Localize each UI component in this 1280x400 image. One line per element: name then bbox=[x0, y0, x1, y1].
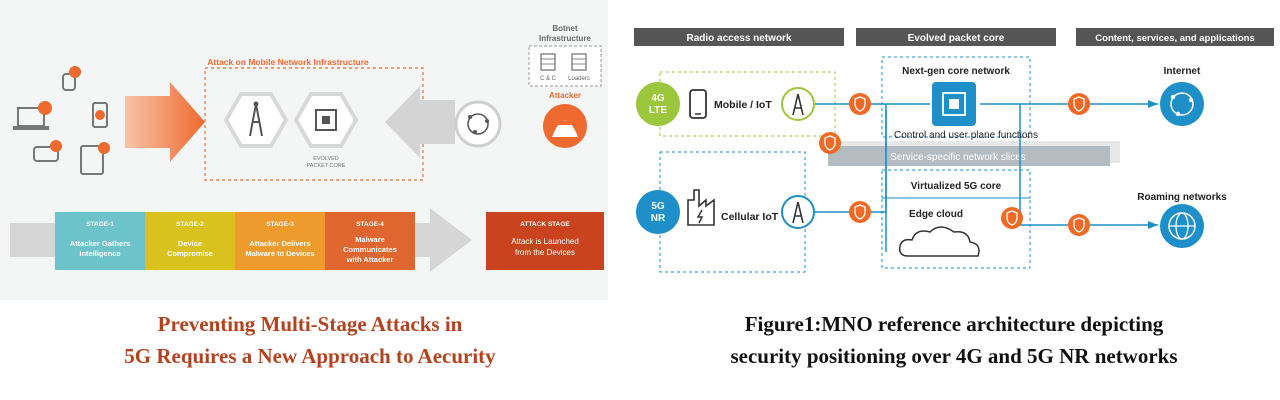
laptop-icon bbox=[13, 101, 52, 130]
edge-cloud-zone bbox=[881, 197, 1031, 269]
tablet-icon bbox=[80, 142, 110, 175]
mno-architecture-diagram: Radio access network Evolved packet core… bbox=[628, 0, 1280, 300]
globe-icon bbox=[1160, 204, 1204, 248]
slices-label: Service-specific network slices bbox=[890, 152, 1026, 163]
virtualized-core-zone bbox=[881, 169, 1031, 199]
stage-label: STAGE-3 bbox=[266, 221, 294, 228]
watch-icon bbox=[62, 66, 81, 91]
virtualized-core-label: Virtualized 5G core bbox=[911, 181, 1002, 192]
header-content-label: Content, services, and applications bbox=[1095, 33, 1254, 44]
security-shield-icon bbox=[849, 201, 871, 223]
botnet-title-1: Botnet bbox=[552, 24, 578, 33]
botnet-title-2: Infrastructure bbox=[539, 34, 592, 43]
botnet-loaders-label: Loaders bbox=[568, 76, 590, 82]
attack-arrow-right bbox=[125, 82, 205, 162]
attack-stages-svg: Attack on Mobile Network Infrastructure … bbox=[10, 24, 604, 272]
header-ran-label: Radio access network bbox=[686, 33, 791, 44]
core-chip-icon bbox=[932, 82, 976, 126]
server-loaders-icon bbox=[571, 53, 587, 71]
header-content bbox=[1076, 28, 1274, 46]
stage-text: Compromise bbox=[167, 249, 213, 258]
lte-label-1: 4G bbox=[651, 93, 665, 104]
stage-text: Communicates bbox=[343, 245, 397, 254]
stage-text: Malware bbox=[355, 235, 385, 244]
left-caption: Preventing Multi-Stage Attacks in 5G Req… bbox=[0, 308, 620, 372]
header-ran bbox=[634, 28, 844, 46]
roaming-arrow bbox=[1148, 221, 1158, 229]
slices-band bbox=[828, 146, 1110, 166]
connection-lines bbox=[814, 103, 1158, 252]
packet-core-hexagon bbox=[293, 92, 359, 148]
security-shield-icon bbox=[1001, 207, 1023, 229]
attack-stage-label: ATTACK STAGE bbox=[520, 221, 570, 228]
stage-label: STAGE-4 bbox=[356, 221, 384, 228]
lte-circle bbox=[636, 82, 680, 126]
left-caption-line-2: 5G Requires a New Approach to Aecurity bbox=[124, 344, 496, 368]
right-caption-line-2: security positioning over 4G and 5G NR n… bbox=[730, 344, 1178, 368]
evolved-core-label-2: PACKET CORE bbox=[307, 163, 346, 169]
smartphone-icon bbox=[92, 102, 108, 128]
stage-box bbox=[325, 212, 415, 270]
roaming-label: Roaming networks bbox=[1137, 192, 1227, 203]
lte-antenna-icon bbox=[781, 87, 815, 121]
stage-label: STAGE-2 bbox=[176, 221, 204, 228]
attacker-label: Attacker bbox=[549, 91, 581, 100]
left-caption-line-1: Preventing Multi-Stage Attacks in bbox=[157, 312, 463, 336]
camera-icon bbox=[33, 140, 62, 162]
edge-cloud-label: Edge cloud bbox=[909, 209, 963, 220]
stage-label: STAGE-1 bbox=[86, 221, 114, 228]
cell-tower-hexagon bbox=[223, 92, 289, 148]
right-caption-line-1: Figure1:MNO reference architecture depic… bbox=[744, 312, 1164, 336]
stage-box bbox=[235, 212, 325, 270]
security-shield-icon bbox=[849, 93, 871, 115]
internet-arrow bbox=[1148, 100, 1158, 108]
attack-stage-text-1: Attack is Launched bbox=[511, 237, 579, 246]
lte-device-label: Mobile / IoT bbox=[714, 99, 772, 111]
mno-architecture-svg: Radio access network Evolved packet core… bbox=[634, 28, 1274, 273]
attack-stages-diagram: Attack on Mobile Network Infrastructure … bbox=[0, 0, 608, 300]
nr-circle bbox=[636, 190, 680, 234]
lte-label-2: LTE bbox=[649, 105, 667, 116]
right-caption: Figure1:MNO reference architecture depic… bbox=[628, 308, 1280, 372]
factory-icon bbox=[687, 189, 715, 226]
security-shield-icon bbox=[1068, 214, 1090, 236]
evolved-core-label-1: EVOLVED bbox=[313, 156, 339, 162]
header-epc bbox=[856, 28, 1056, 46]
nr-antenna-icon bbox=[781, 195, 815, 229]
stage-text: with Attacker bbox=[346, 255, 394, 264]
stage-box bbox=[55, 212, 145, 270]
attack-box-title: Attack on Mobile Network Infrastructure bbox=[207, 57, 369, 67]
stage-text: Device bbox=[178, 239, 202, 248]
stage-text: Attacker Gathers bbox=[70, 239, 130, 248]
network-globe-icon bbox=[454, 100, 502, 148]
header-epc-label: Evolved packet core bbox=[908, 33, 1005, 44]
next-gen-core-label: Next-gen core network bbox=[902, 66, 1010, 77]
nr-label-2: NR bbox=[651, 213, 666, 224]
server-cc-icon bbox=[540, 53, 556, 71]
stage-text: Attacker Delivers bbox=[249, 239, 310, 248]
attacker-arrow-left bbox=[385, 86, 455, 158]
next-gen-core-zone bbox=[881, 56, 1031, 138]
nr-device-label: Cellular IoT bbox=[721, 211, 779, 223]
attack-stage-box bbox=[486, 212, 604, 270]
cloud-icon bbox=[898, 226, 980, 257]
security-shield-icon bbox=[1068, 93, 1090, 115]
attacker-icon bbox=[543, 104, 587, 148]
control-user-plane-label: Control and user plane functions bbox=[894, 130, 1038, 141]
security-shield-icon bbox=[819, 132, 841, 154]
internet-label: Internet bbox=[1164, 66, 1201, 77]
mobile-phone-icon bbox=[689, 89, 707, 119]
stage-box bbox=[145, 212, 235, 270]
internet-icon bbox=[1160, 82, 1204, 126]
stage-text: Intelligence bbox=[79, 249, 120, 258]
attack-stage-text-2: from the Devices bbox=[515, 248, 575, 257]
attack-box bbox=[204, 67, 424, 181]
stage-text: Malware to Devices bbox=[245, 249, 314, 258]
botnet-cc-label: C & C bbox=[540, 76, 557, 82]
nr-label-1: 5G bbox=[651, 201, 665, 212]
